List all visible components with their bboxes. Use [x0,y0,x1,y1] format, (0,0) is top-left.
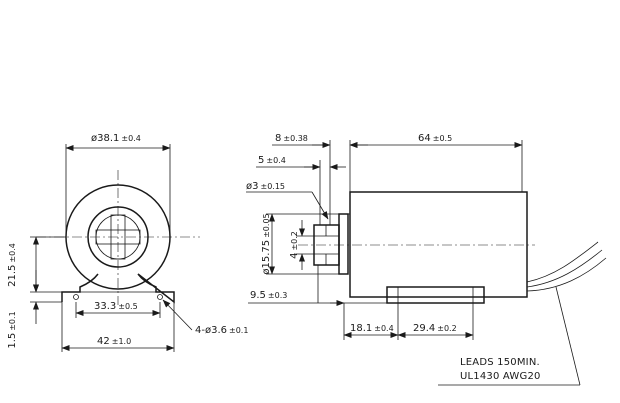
dim-bracket-tol: ±0.2 [437,324,456,333]
dim-len-value: 64 [418,133,431,144]
dim-flange-tol: ±0.38 [283,134,308,143]
dim-offset-value: 18.1 [350,323,372,334]
svg-text:8±0.38: 8±0.38 [275,133,308,144]
svg-text:ø15.75±0.05: ø15.75 ±0.05 [261,213,272,274]
dim-offset-tol: ±0.4 [374,324,393,333]
dim-step-tol: ±0.4 [266,156,285,165]
svg-text:64±0.5: 64±0.5 [418,133,452,144]
mount-hole-right [157,294,163,300]
dim-height-tol: ±0.4 [8,243,17,262]
svg-text:ø38.1±0.4: ø38.1±0.4 [91,133,141,144]
svg-text:21.5±0.4: 21.5 ±0.4 [7,243,18,287]
dim-len-tol: ±0.5 [433,134,452,143]
dim-thick-value: 1.5 [7,333,18,349]
lead-wire-1 [526,241,599,283]
svg-text:5±0.4: 5±0.4 [258,155,286,166]
dim-holes-tol: ±0.1 [229,326,248,335]
dim-mount-value: 9.5 [250,290,266,301]
dim-spacing-tol: ±0.5 [118,302,137,311]
dim-pd-tol: ±0.05 [262,213,271,238]
dim-width-tol: ±1.0 [112,337,131,346]
dim-od-value: ø38.1 [91,133,119,144]
dim-slot-value: 4 [289,253,300,259]
leader-mount-holes [162,299,193,331]
leader-pin [311,191,329,220]
dim-width-value: 42 [97,336,110,347]
dim-height-value: 21.5 [7,265,18,287]
svg-text:1.5±0.1: 1.5 ±0.1 [7,311,18,348]
dim-pd-value: ø15.75 [261,240,272,275]
leader-leads [555,286,581,386]
leads-note-line1: LEADS 150MIN. [460,357,540,368]
dim-slot-tol: ±0.2 [290,231,299,250]
dim-step-value: 5 [258,155,264,166]
svg-text:33.3±0.5: 33.3±0.5 [94,301,138,312]
dim-pin-tol: ±0.15 [260,182,285,191]
dim-spacing-value: 33.3 [94,301,116,312]
dim-mount-tol: ±0.3 [268,291,287,300]
svg-text:18.1±0.4: 18.1±0.4 [350,323,394,334]
svg-text:42±1.0: 42±1.0 [97,336,131,347]
lead-wire-3 [526,257,607,292]
svg-text:4-ø3.6±0.1: 4-ø3.6±0.1 [195,325,248,336]
dim-bracket-value: 29.4 [413,323,435,334]
svg-text:9.5±0.3: 9.5±0.3 [250,290,287,301]
front-view: ø38.1±0.4 21.5±0.4 1.5±0.1 33.3±0.5 42±1… [7,133,248,352]
leads-note-line2: UL1430 AWG20 [460,371,541,382]
svg-text:29.4±0.2: 29.4±0.2 [413,323,457,334]
lead-wire-2 [526,249,603,288]
dim-flange-value: 8 [275,133,281,144]
side-view: 64±0.5 8±0.38 5±0.4 ø3±0.15 ø15.75±0.05 … [246,133,607,386]
coil-body [349,191,528,298]
flange-plate [338,213,349,275]
dim-pin-value: ø3 [246,181,258,192]
mount-hole-left [73,294,79,300]
dim-thick-tol: ±0.1 [8,311,17,330]
dim-holes-value: 4-ø3.6 [195,325,227,336]
mounting-bracket [386,286,485,304]
dim-od-tol: ±0.4 [121,134,140,143]
svg-text:ø3±0.15: ø3±0.15 [246,181,285,192]
svg-text:4±0.2: 4 ±0.2 [289,231,300,259]
